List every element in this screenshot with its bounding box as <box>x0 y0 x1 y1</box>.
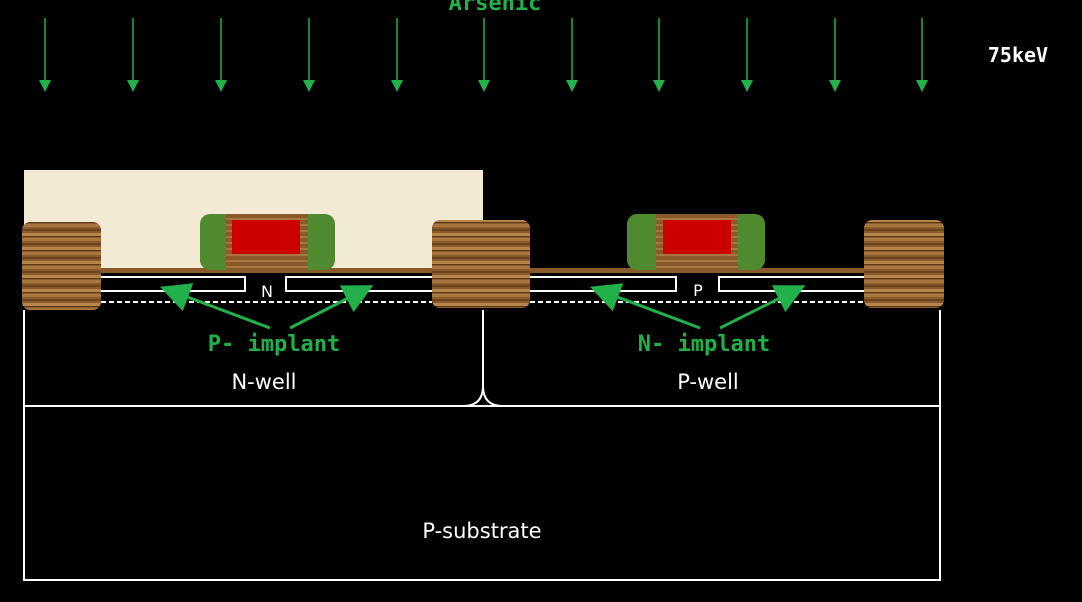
left-implant-label: P- implant <box>208 332 340 357</box>
substrate-outline <box>23 405 941 581</box>
field-oxide-left <box>22 222 101 310</box>
field-oxide-center <box>432 220 530 308</box>
gate-right <box>627 214 765 270</box>
thin-oxide-left <box>100 268 433 273</box>
p-well-label: P-well <box>677 370 739 394</box>
n-well-label: N-well <box>231 370 296 394</box>
thin-oxide-right <box>528 268 866 273</box>
substrate-label: P-substrate <box>422 519 541 543</box>
implant-arrows <box>39 18 928 92</box>
implant-species-title: Arsenic <box>449 0 542 16</box>
left-region-label: N <box>261 282 273 301</box>
implant-energy-label: 75keV <box>988 43 1048 67</box>
field-oxide-right <box>864 220 944 308</box>
well-outlines <box>23 310 941 407</box>
right-implant-label: N- implant <box>638 332 770 357</box>
implant-annotation-arrows <box>159 283 806 330</box>
gate-left <box>200 214 335 270</box>
right-region-label: P <box>693 281 703 300</box>
